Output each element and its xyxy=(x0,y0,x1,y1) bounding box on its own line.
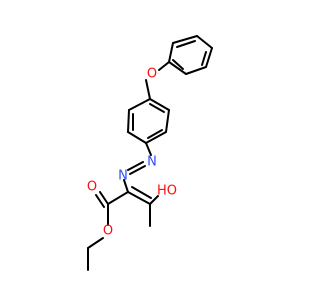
bond-carbonyl-double-2 xyxy=(95,194,105,208)
bond-azo-double-1 xyxy=(129,165,146,175)
phenyl-ring-terminal xyxy=(168,35,213,75)
bond-phenyl-ether xyxy=(158,61,170,71)
bond-alpha-beta-double-2 xyxy=(131,186,152,199)
atom-label-azo-nitrogen-lower: N xyxy=(118,169,128,184)
atom-label-ether-oxygen: O xyxy=(147,67,157,82)
atom-label-ester-alkoxy-oxygen: O xyxy=(103,224,113,239)
atom-label-azo-nitrogen-upper: N xyxy=(147,155,157,170)
bond-ether-phenylene xyxy=(145,79,151,100)
bond-azo-alpha-carbon xyxy=(123,179,129,193)
bond-carbonyl-double-1 xyxy=(99,191,109,205)
phenylene-ring xyxy=(127,98,170,144)
bond-azo-double-2 xyxy=(127,161,144,171)
molecule-structure: O N N HO O O xyxy=(87,35,213,271)
bond-alpha-beta-double-1 xyxy=(127,191,151,205)
bond-alpha-carbonyl xyxy=(107,191,129,205)
bond-beta-hydroxyl xyxy=(149,195,159,205)
bond-phenylene-azo xyxy=(145,142,152,156)
bond-alkoxy-ethyl xyxy=(87,237,104,249)
bonds xyxy=(87,35,213,271)
atom-label-ester-carbonyl-oxygen: O xyxy=(87,180,97,195)
atom-label-enol-hydroxyl: HO xyxy=(157,184,177,199)
atom-labels: O N N HO O O xyxy=(87,67,177,239)
